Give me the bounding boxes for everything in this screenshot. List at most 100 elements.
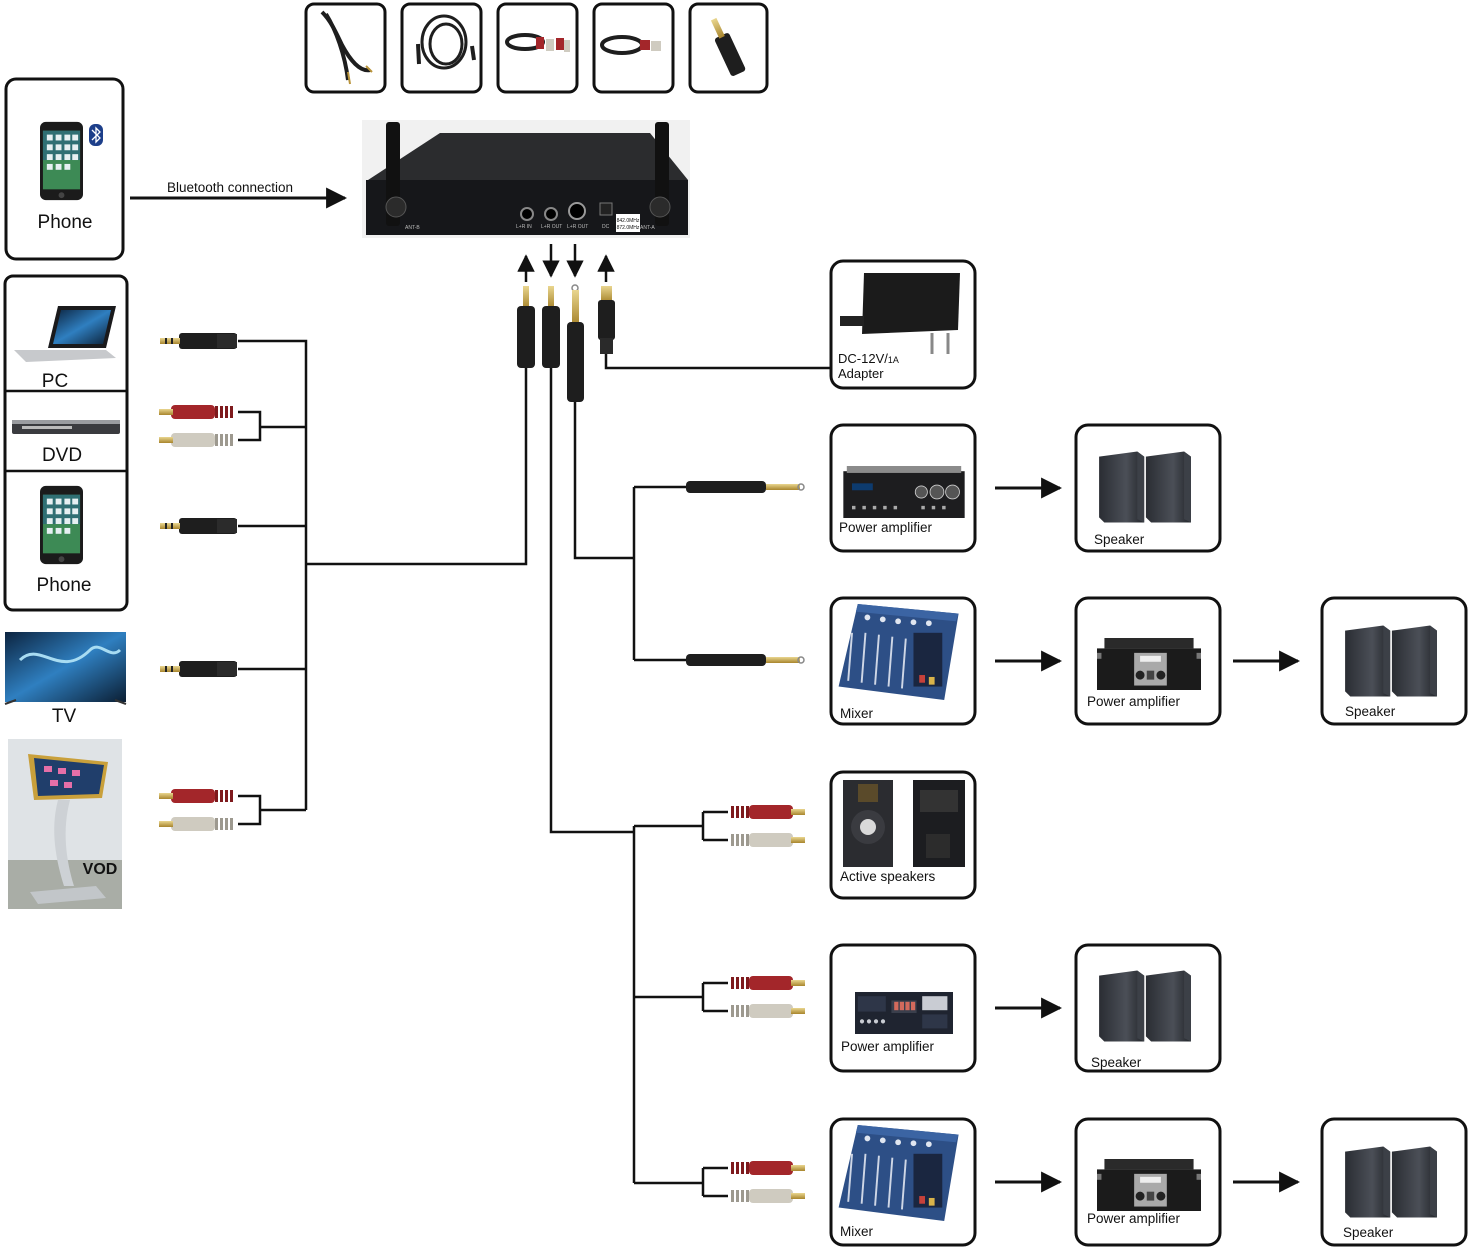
device-speaker: Speaker (1074, 423, 1222, 553)
device-label: Speaker (1091, 1055, 1142, 1070)
wireless-receiver: 842.0MHz 872.0MHz ANT-B ANT-A L+R IN L+R… (362, 120, 690, 238)
mixer-icon (838, 604, 960, 700)
accessory-3-5mm-cable (400, 2, 483, 94)
laptop-icon (14, 306, 116, 362)
chain-row-2: Mixer Power amplifier Speaker (829, 596, 1468, 726)
device-speaker: Speaker (1320, 596, 1468, 726)
plug-6-35mm-2 (686, 653, 805, 667)
plug-3-5mm-phone (160, 518, 237, 534)
power-adapter-card: DC-12V/1A Adapter (829, 259, 977, 390)
accessory-3-5mm-to-rca-cable (592, 2, 675, 94)
plug-dc (598, 286, 615, 354)
plug-rca-white-out-3 (731, 1189, 805, 1203)
device-label: Power amplifier (839, 520, 933, 535)
port-line-out-35 (544, 207, 558, 221)
freq-1: 842.0MHz (617, 218, 640, 224)
accessory-adapter (688, 2, 769, 94)
bluetooth-connection-label: Bluetooth connection (167, 180, 293, 195)
active-speakers-icon (843, 780, 965, 867)
plug-rca-red-out-3 (731, 1161, 805, 1175)
device-speaker: Speaker (1320, 1117, 1468, 1247)
port-dc (599, 202, 613, 216)
input-label-dvd: DVD (42, 445, 82, 466)
input-vod: VOD (8, 739, 122, 909)
plug-rca-white-out-1 (731, 833, 805, 847)
device-power-amplifier: Power amplifier (1074, 1117, 1222, 1247)
plug-rca-red-dvd (159, 405, 233, 419)
antenna-a-label: ANT-A (640, 225, 655, 231)
phone-icon (40, 121, 83, 201)
port-line-out-635 (568, 202, 586, 220)
output-branch-rca (632, 805, 805, 1203)
power-adapter-icon (840, 273, 960, 354)
bluetooth-phone-label: Phone (38, 212, 93, 233)
accessory-list (304, 2, 769, 94)
device-power-amplifier: Power amplifier (829, 423, 977, 553)
device-mixer: Mixer (829, 1117, 977, 1247)
input-devices-panel: PC DVD Phone (3, 274, 129, 612)
device-label: Power amplifier (1087, 694, 1181, 709)
freq-2: 872.0MHz (617, 225, 640, 231)
port-line-in (520, 207, 534, 221)
plug-rca-red-vod (159, 789, 233, 803)
device-label: Speaker (1345, 704, 1396, 719)
plug-6-35mm-1 (686, 480, 805, 494)
power-adapter-type: Adapter (838, 366, 884, 381)
plug-line-out-635 (567, 284, 584, 402)
device-label: Speaker (1343, 1225, 1394, 1240)
plug-rca-red-out-1 (731, 805, 805, 819)
input-wiring (238, 339, 528, 826)
port-label-dc: DC (602, 224, 610, 230)
plug-rca-white-out-2 (731, 1004, 805, 1018)
amplifier-icon (1097, 1159, 1201, 1211)
accessory-6-35mm-cable (304, 2, 387, 94)
device-label: Power amplifier (1087, 1211, 1181, 1226)
chain-row-5: Mixer Power amplifier Speaker (829, 1117, 1468, 1247)
device-label: Mixer (840, 1224, 874, 1239)
chain-row-4: Power amplifier Speaker (829, 943, 1222, 1073)
plug-rca-white-vod (159, 817, 233, 831)
power-adapter-voltage: DC-12V/ (838, 351, 888, 366)
device-mixer: Mixer (829, 596, 977, 726)
input-label-vod: VOD (83, 861, 118, 878)
device-power-amplifier: Power amplifier (1074, 596, 1222, 726)
plug-line-in (517, 286, 535, 368)
device-speaker: Speaker (1074, 943, 1222, 1073)
device-label: Mixer (840, 706, 874, 721)
device-label: Active speakers (840, 869, 936, 884)
bluetooth-icon (89, 124, 103, 146)
input-dvd: DVD (12, 420, 120, 466)
dvd-player-icon (12, 420, 120, 434)
accessory-rca-cable (496, 2, 579, 94)
device-label: Speaker (1094, 532, 1145, 547)
plug-rca-red-out-2 (731, 976, 805, 990)
amplifier-icon (842, 466, 966, 518)
chain-row-1: Power amplifier Speaker (829, 423, 1222, 553)
input-label-tv: TV (52, 706, 77, 727)
bluetooth-phone-card: Phone (4, 77, 125, 261)
antenna-b-label: ANT-B (405, 225, 420, 231)
phone-icon (40, 485, 83, 565)
mixer-icon (838, 1125, 960, 1221)
input-label-phone: Phone (37, 575, 92, 596)
tv-icon (4, 632, 127, 705)
port-label-out2: L+R OUT (567, 224, 588, 230)
output-branch-6-35mm (632, 480, 805, 667)
input-label-pc: PC (42, 371, 68, 392)
port-label-out1: L+R OUT (541, 224, 562, 230)
amplifier-icon (855, 992, 953, 1034)
power-adapter-label: DC-12V/1A (838, 351, 899, 366)
input-pc: PC (14, 306, 116, 392)
plug-3-5mm-tv (160, 661, 237, 677)
device-active-speakers: Active speakers (829, 770, 977, 900)
power-adapter-current: 1A (888, 355, 899, 365)
input-plugs (159, 333, 237, 831)
plug-line-out-35 (542, 286, 560, 368)
plug-rca-white-dvd (159, 433, 233, 447)
port-label-in: L+R IN (516, 224, 532, 230)
receiver-plugs (517, 244, 832, 834)
frequency-label (616, 214, 640, 232)
amplifier-icon (1097, 638, 1201, 690)
vod-kiosk-icon (28, 754, 108, 904)
